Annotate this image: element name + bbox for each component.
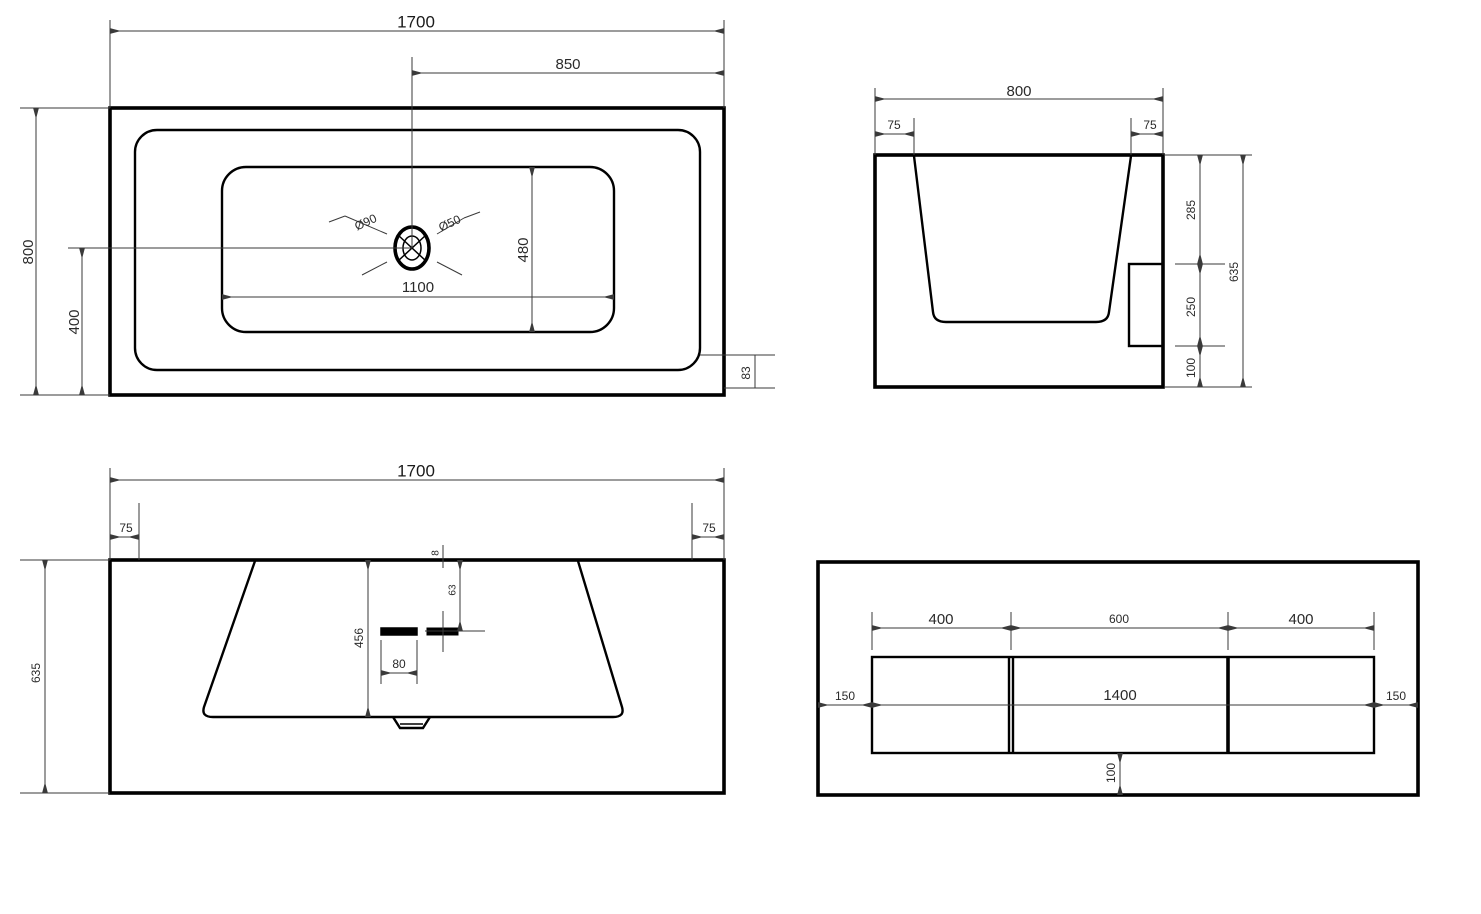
base-view-outer-outline: [816, 560, 1420, 797]
dim-8-label: 8: [431, 550, 442, 556]
dim-1700-front-label: 1700: [397, 461, 435, 480]
dim-800-top-label: 800: [20, 239, 37, 264]
dim-top-drain-from-bottom: [68, 247, 110, 396]
dim-front-overflow-width: [380, 640, 418, 684]
front-view-drain-outlet: [391, 716, 432, 730]
top-view-basin-outline: [220, 165, 616, 334]
top-view-rim-inner-outline: [133, 128, 702, 372]
dim-850-label: 850: [555, 56, 580, 73]
dim-600-label: 600: [1109, 612, 1129, 626]
dim-side-height-chain: [1165, 154, 1252, 388]
dim-400-left-label: 400: [928, 611, 953, 628]
dim-drain-inner-dia: Ø50: [436, 212, 463, 234]
dim-80-label: 80: [392, 657, 406, 671]
dim-75-side-right-label: 75: [1143, 118, 1157, 132]
dim-1400-label: 1400: [1103, 687, 1136, 704]
dim-75-front-right-label: 75: [702, 521, 716, 535]
dim-100-base-label: 100: [1104, 763, 1118, 783]
dim-635-front-label: 635: [29, 663, 43, 683]
dim-400-right-label: 400: [1288, 611, 1313, 628]
dim-100-side-label: 100: [1184, 358, 1198, 378]
dim-800-side-label: 800: [1006, 83, 1031, 100]
dim-456-label: 456: [352, 628, 366, 648]
top-view: Ø90 Ø50 1700 850 800: [20, 12, 775, 397]
side-view-basin-profile: [912, 155, 1133, 324]
dim-250-label: 250: [1184, 297, 1198, 317]
dim-base-segments: [871, 612, 1375, 650]
front-view-outer-outline: [108, 558, 726, 795]
front-view-basin-profile: [202, 560, 624, 719]
dim-front-left-rim: [109, 503, 140, 560]
dim-front-right-rim: [691, 503, 725, 560]
dim-top-overall-length: [109, 20, 725, 108]
dim-400-label: 400: [66, 309, 83, 334]
top-view-outer-outline: [108, 106, 726, 397]
dim-480-label: 480: [515, 237, 532, 262]
side-view-ledge-box: [1127, 262, 1165, 348]
side-section-view: 800 75 75 285 250 100 635: [873, 83, 1252, 389]
dim-75-side-left-label: 75: [887, 118, 901, 132]
dim-drain-outer-dia: Ø90: [352, 211, 379, 233]
dim-63-label: 63: [448, 584, 459, 596]
front-view-overflow-slot: [380, 627, 418, 636]
dim-top-drain-from-right: [411, 57, 725, 90]
dim-1700-top-label: 1700: [397, 12, 435, 31]
dim-1100-label: 1100: [402, 279, 434, 296]
dim-635-side-label: 635: [1227, 262, 1241, 282]
dim-front-overall-length: [109, 468, 725, 560]
dim-285-label: 285: [1184, 200, 1198, 220]
dim-75-front-left-label: 75: [119, 521, 133, 535]
front-view-waste-fitting: [425, 611, 485, 652]
dim-side-right-rim: [1130, 118, 1164, 155]
base-frame-plan-view: 400 600 400 1400 150 150 100: [816, 560, 1420, 797]
front-section-view: 1700 75 75 635 456: [20, 461, 726, 795]
dim-front-total-height: [20, 559, 110, 794]
dim-side-left-rim: [874, 118, 915, 155]
dim-top-rim-thickness: [700, 354, 775, 389]
dim-83-label: 83: [739, 366, 753, 380]
dim-150-left-label: 150: [835, 689, 855, 703]
dim-150-right-label: 150: [1386, 689, 1406, 703]
